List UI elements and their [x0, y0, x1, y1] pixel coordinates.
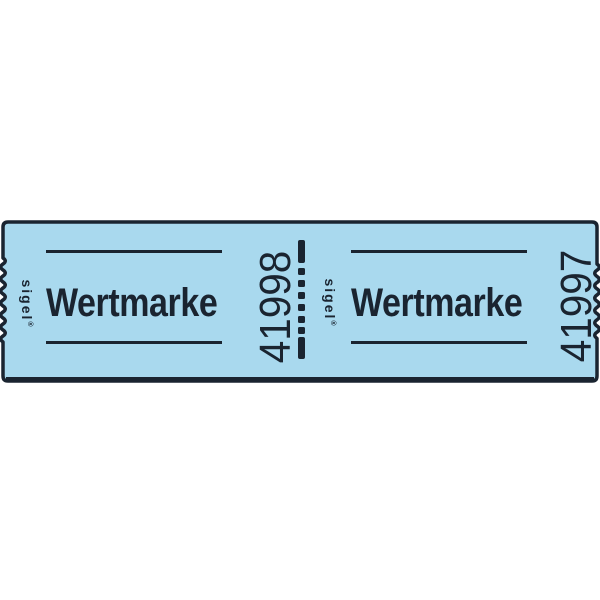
ticket-label: Wertmarke — [351, 281, 523, 325]
perforation-dot — [298, 316, 305, 323]
registered-trademark-symbol: ® — [26, 321, 33, 327]
perforation-dot — [298, 280, 305, 287]
write-on-rule-top — [46, 250, 222, 253]
brand-logo: sigel® — [322, 278, 338, 326]
ticket-label: Wertmarke — [46, 281, 218, 325]
perforation-dash-top — [298, 240, 305, 263]
serial-number: 41997 — [552, 249, 600, 363]
registered-trademark-symbol: ® — [329, 320, 336, 326]
brand-text: sigel — [19, 279, 35, 322]
perforation-dash-bottom — [298, 337, 305, 359]
brand-text: sigel — [322, 278, 338, 321]
serial-number: 41998 — [251, 250, 300, 364]
write-on-rule-top — [351, 250, 527, 253]
brand-logo: sigel® — [19, 279, 35, 327]
perforation-dot — [298, 327, 305, 334]
perforation-dot — [298, 268, 305, 275]
write-on-rule-bottom — [46, 341, 222, 344]
perforation-dot — [298, 304, 305, 311]
write-on-rule-bottom — [351, 341, 527, 344]
perforation-line — [298, 240, 305, 360]
perforation-dot — [298, 292, 305, 299]
